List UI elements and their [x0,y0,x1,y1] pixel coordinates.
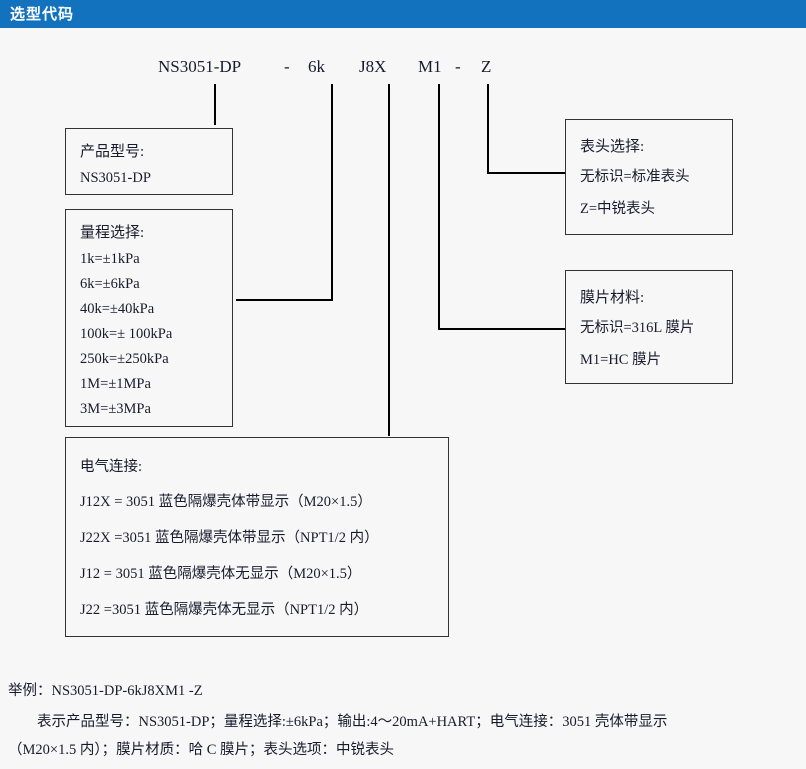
meter-head-title: 表头选择: [580,139,645,155]
electrical-option: J22X =3051 蓝色隔爆壳体带显示（NPT1/2 内） [80,530,379,546]
footer-example-line-2: 表示产品型号：NS3051-DP；量程选择:±6kPa；输出:4～20mA+HA… [8,714,668,730]
connector-range-vertical [331,84,333,300]
connector-meter-head-horizontal [487,172,566,174]
diaphragm-material-title: 膜片材料: [580,290,645,306]
box-range-selection: 量程选择: 1k=±1kPa 6k=±6kPa 40k=±40kPa 100k=… [65,209,233,427]
range-selection-title: 量程选择: [80,225,145,241]
product-model-title: 产品型号: [80,144,145,160]
code-segment-diaphragm: M1 [418,57,442,76]
connector-product-model [214,84,216,125]
electrical-option: J12 = 3051 蓝色隔爆壳体无显示（M20×1.5） [80,566,362,582]
footer-example-line-1: 举例：NS3051-DP-6kJ8XM1 -Z [8,683,203,699]
code-segment-meter-head: Z [481,57,492,76]
box-product-model: 产品型号: NS3051-DP [65,128,233,195]
range-option: 100k=± 100kPa [80,326,173,342]
section-header-bar [0,0,806,28]
page-title: 选型代码 [10,5,75,23]
range-option: 40k=±40kPa [80,301,155,317]
code-segment-dash-1: - [284,57,290,76]
connector-diaphragm-horizontal [438,328,566,330]
code-segment-range: 6k [308,57,325,76]
diaphragm-option: M1=HC 膜片 [580,352,662,368]
range-option: 6k=±6kPa [80,276,140,292]
range-option: 1k=±1kPa [80,251,140,267]
range-option: 1M=±1MPa [80,376,151,392]
code-segment-product-model: NS3051-DP [158,57,242,76]
connector-range-horizontal [236,299,333,301]
code-segment-dash-2: - [455,57,461,76]
range-option: 3M=±3MPa [80,401,151,417]
diaphragm-option: 无标识=316L 膜片 [580,320,695,336]
connector-electrical [388,84,390,436]
box-electrical-connection: 电气连接: J12X = 3051 蓝色隔爆壳体带显示（M20×1.5） J22… [65,437,449,637]
code-segment-electrical: J8X [359,57,387,76]
box-diaphragm-material: 膜片材料: 无标识=316L 膜片 M1=HC 膜片 [565,270,733,384]
meter-head-option: Z=中锐表头 [580,201,656,217]
product-model-value: NS3051-DP [80,170,151,186]
footer-example-line-3: （M20×1.5 内）；膜片材质：哈 C 膜片；表头选项：中锐表头 [8,742,394,758]
connector-diaphragm-vertical [438,84,440,330]
electrical-option: J22 =3051 蓝色隔爆壳体无显示（NPT1/2 内） [80,602,369,618]
connector-meter-head-vertical [487,84,489,174]
electrical-option: J12X = 3051 蓝色隔爆壳体带显示（M20×1.5） [80,494,372,510]
electrical-connection-title: 电气连接: [80,459,143,475]
range-option: 250k=±250kPa [80,351,169,367]
meter-head-option: 无标识=标准表头 [580,169,690,185]
box-meter-head-selection: 表头选择: 无标识=标准表头 Z=中锐表头 [565,119,733,235]
